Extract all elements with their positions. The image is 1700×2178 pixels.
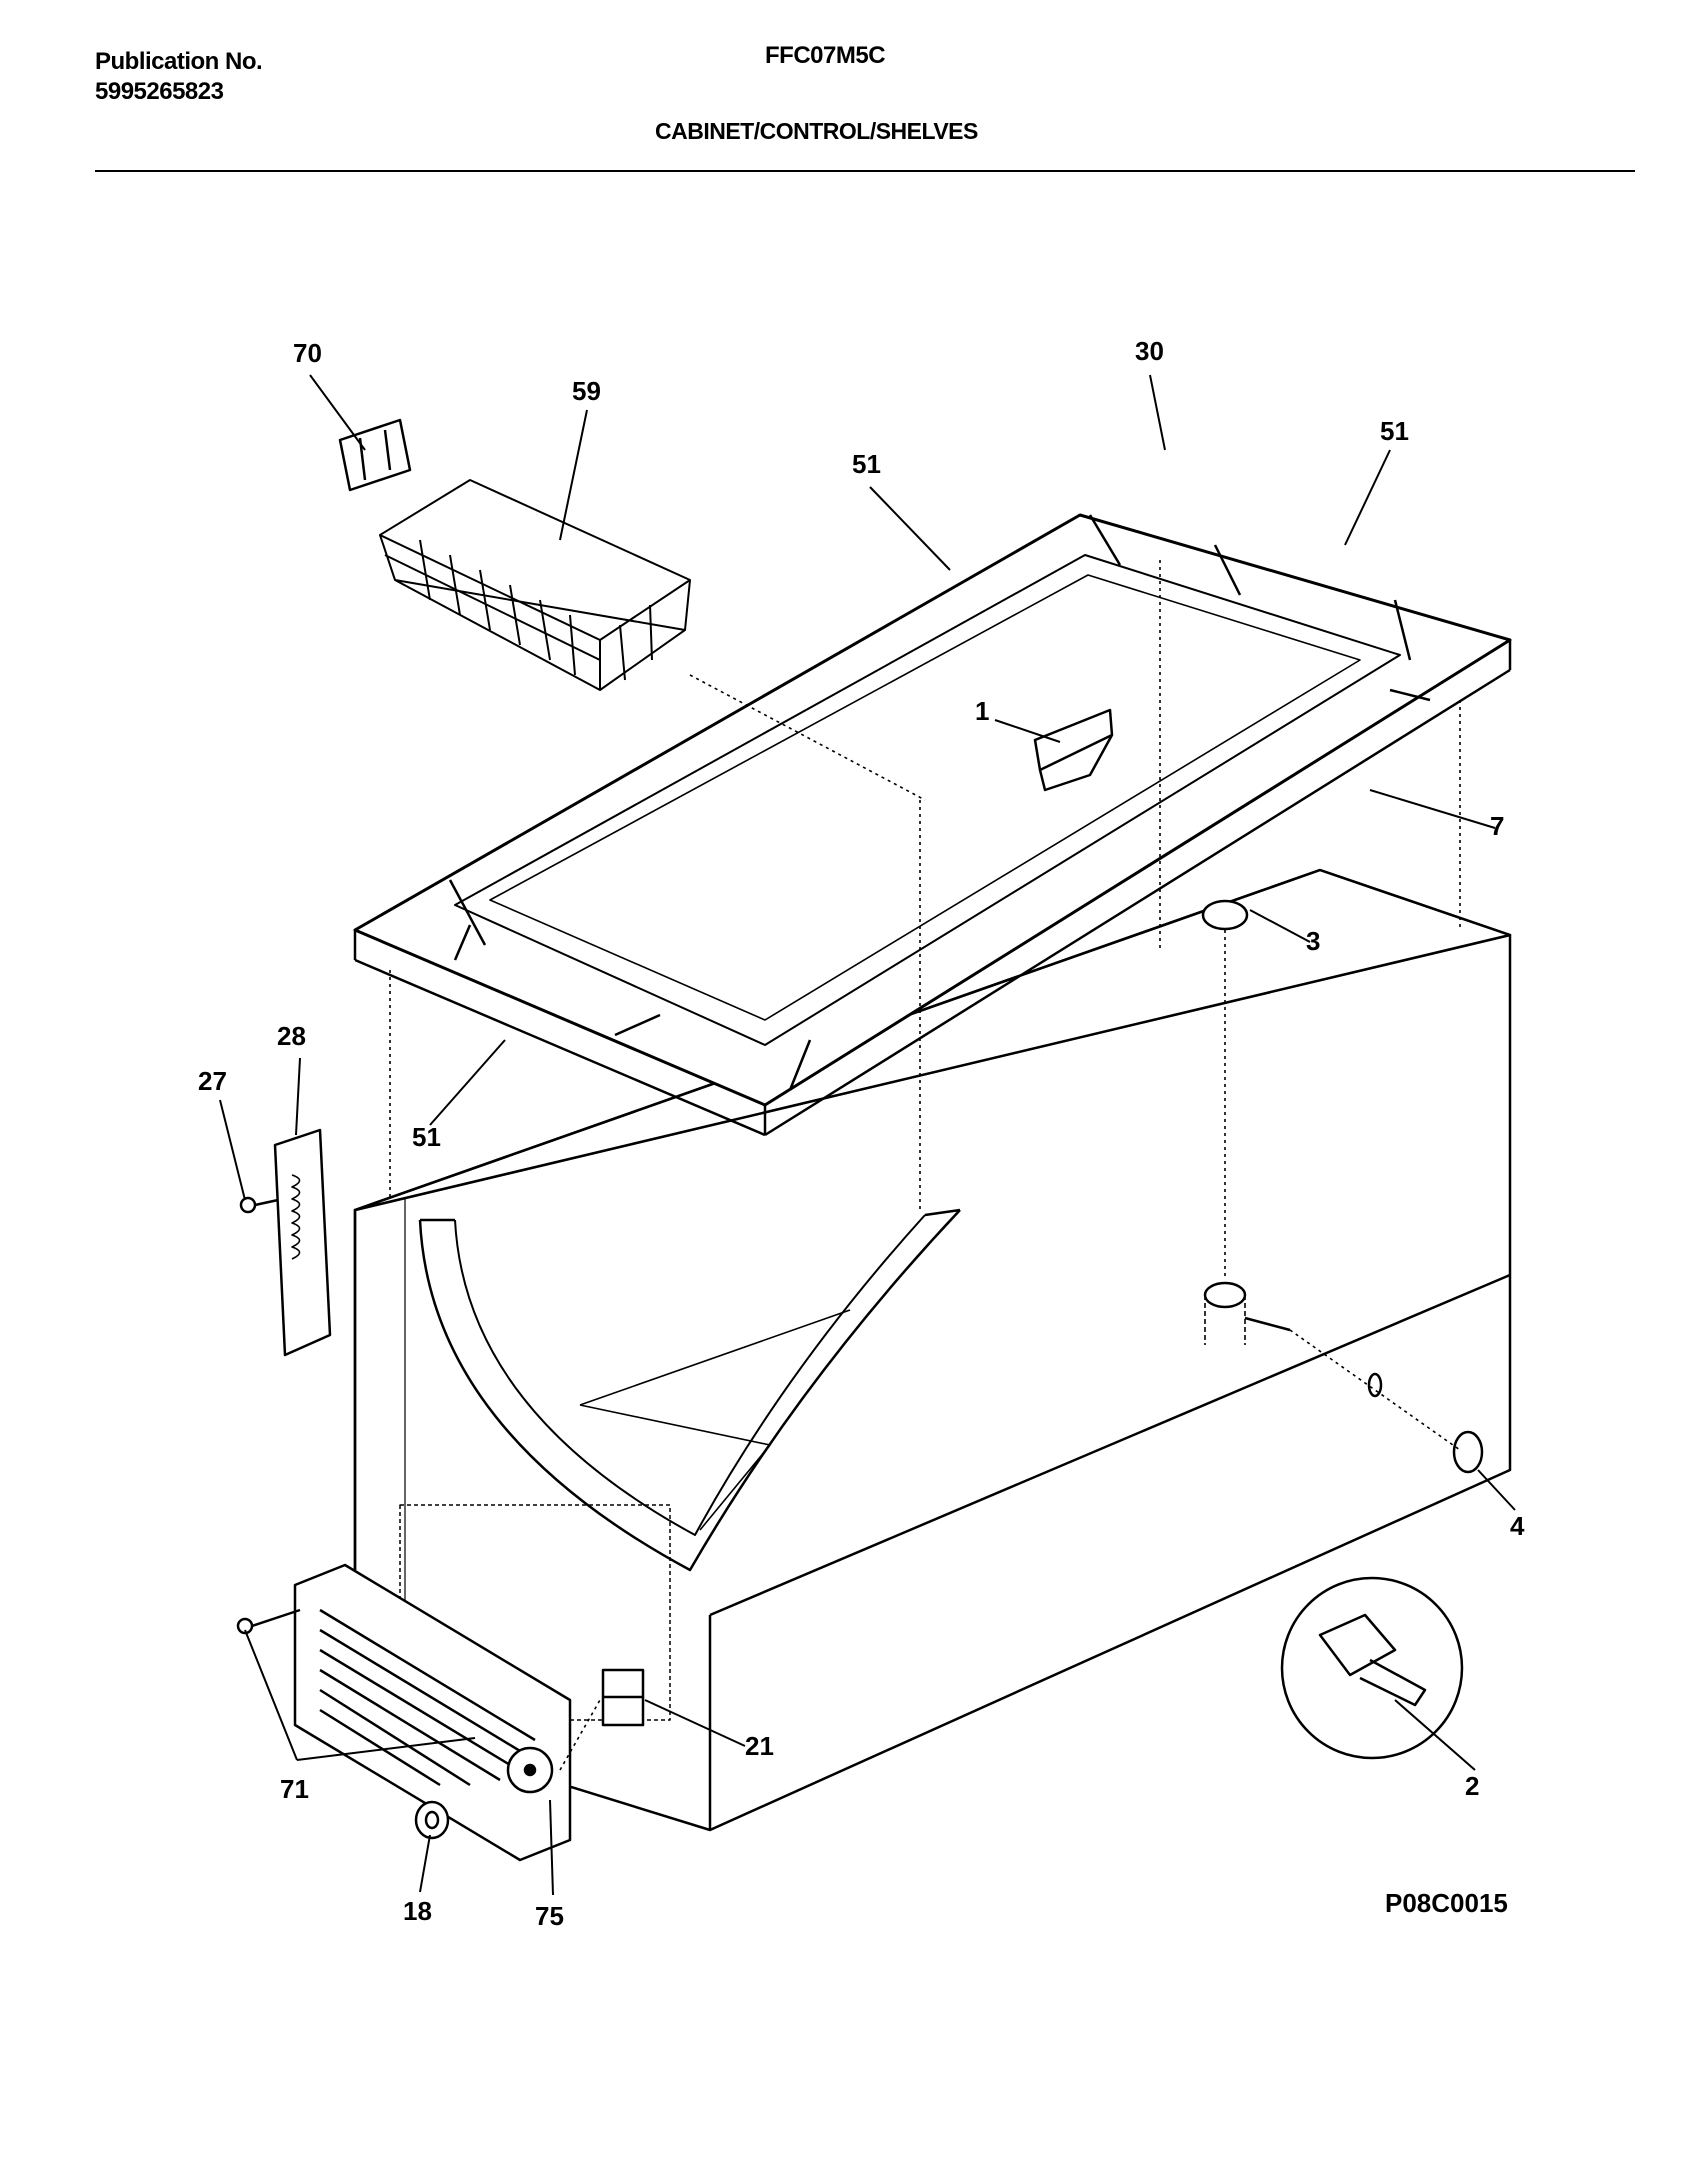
grommet [414, 1800, 450, 1840]
callout-70: 70 [293, 338, 322, 368]
grille-panel [236, 1563, 572, 1862]
header-rule [95, 170, 1635, 172]
publication-number: 5995265823 [95, 78, 224, 105]
section-title: CABINET/CONTROL/SHELVES [655, 118, 978, 144]
drain-plug-inset [1280, 1576, 1464, 1760]
publication-label: Publication No. [95, 48, 263, 75]
callout-1: 1 [975, 696, 989, 726]
cabinet-body [353, 868, 1512, 1832]
callout-51: 51 [852, 449, 881, 479]
callout-3: 3 [1306, 926, 1320, 956]
callout-71: 71 [280, 1774, 309, 1804]
callout-2: 2 [1465, 1771, 1479, 1801]
callout-75: 75 [535, 1901, 564, 1931]
callout-28: 28 [277, 1021, 306, 1051]
callout-27: 27 [198, 1066, 227, 1096]
callout-4: 4 [1510, 1511, 1525, 1541]
figure-code: P08C0015 [1385, 1888, 1508, 1918]
hinge-assembly [239, 1128, 332, 1357]
callout-21: 21 [745, 1731, 774, 1761]
control-switch [601, 1668, 645, 1727]
callout-7: 7 [1490, 811, 1504, 841]
lid-gasket-frame [353, 513, 1512, 1137]
callout-59: 59 [572, 376, 601, 406]
callout-51: 51 [412, 1122, 441, 1152]
wire-basket [379, 479, 691, 691]
model-number: FFC07M5C [765, 42, 886, 69]
callout-51: 51 [1380, 416, 1409, 446]
basket-divider [338, 418, 412, 492]
callout-18: 18 [403, 1896, 432, 1926]
drain-fitting [1201, 899, 1484, 1474]
callout-30: 30 [1135, 336, 1164, 366]
